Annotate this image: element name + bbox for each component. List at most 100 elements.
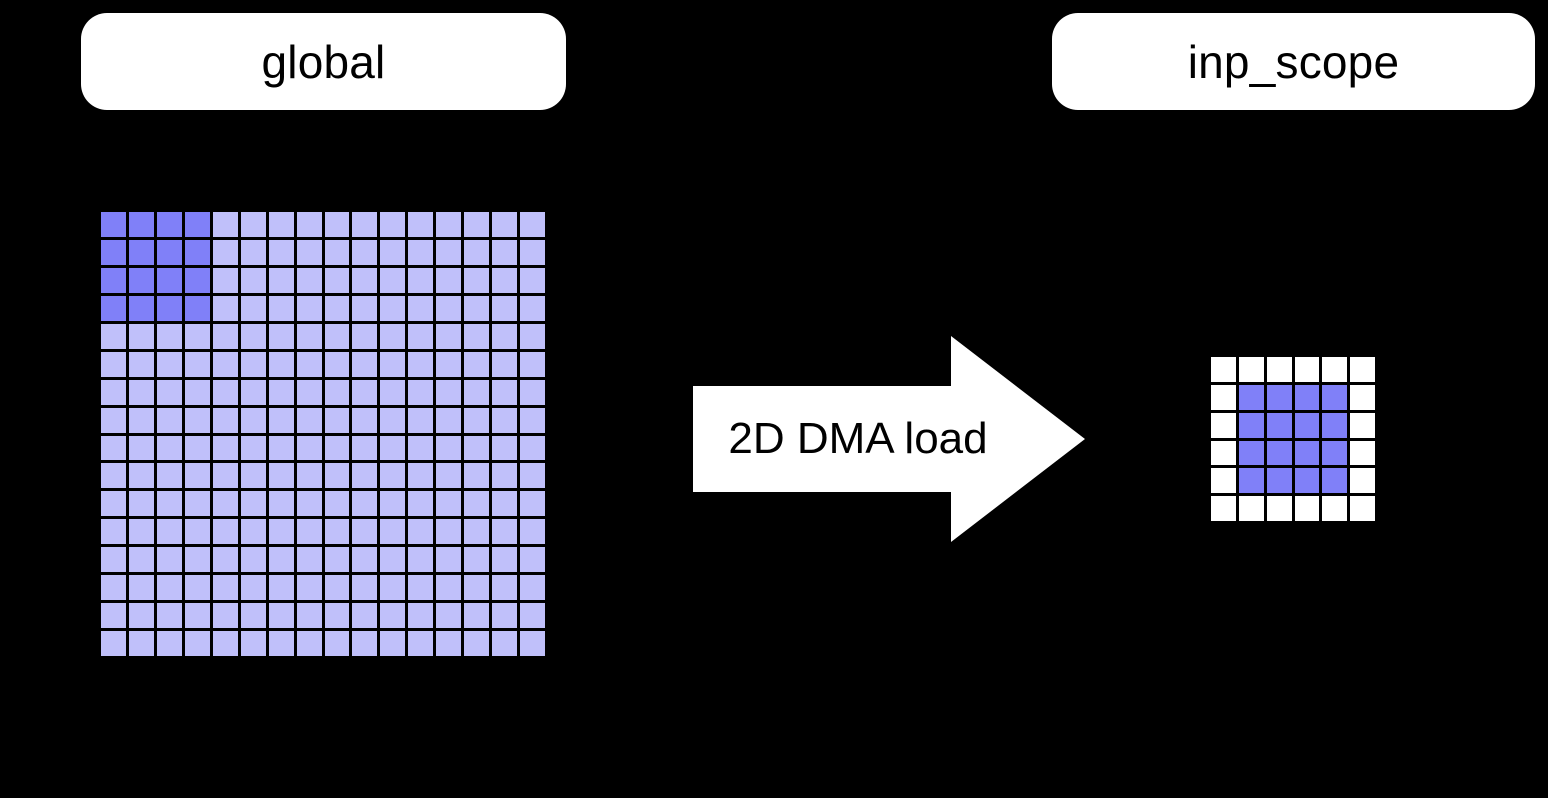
inp-scope-buffer-grid: [1211, 357, 1375, 521]
grid-cell: [520, 323, 545, 349]
grid-cell: [156, 323, 182, 349]
grid-cell: [436, 519, 462, 545]
grid-cell: [324, 407, 350, 433]
grid-cell: [352, 519, 378, 545]
grid-cell: [492, 631, 518, 656]
grid-cell: [268, 323, 294, 349]
grid-cell: [240, 267, 266, 293]
grid-cell: [464, 547, 490, 573]
grid-cell: [380, 379, 406, 405]
grid-cell: [408, 351, 434, 377]
grid-cell: [352, 379, 378, 405]
grid-cell: [156, 631, 182, 656]
grid-cell: [184, 603, 210, 629]
grid-cell: [268, 631, 294, 656]
grid-cell: [156, 435, 182, 461]
global-label-pill: global: [81, 13, 566, 110]
grid-cell-highlighted: [1322, 384, 1348, 410]
grid-cell-highlighted: [101, 239, 126, 265]
grid-cell: [101, 379, 126, 405]
grid-cell: [128, 631, 154, 656]
grid-cell-highlighted: [184, 239, 210, 265]
grid-cell: [324, 631, 350, 656]
grid-cell: [1211, 357, 1236, 382]
grid-cell: [520, 379, 545, 405]
grid-cell: [324, 267, 350, 293]
grid-cell: [240, 212, 266, 237]
grid-cell: [464, 239, 490, 265]
grid-cell: [520, 463, 545, 489]
grid-cell: [128, 379, 154, 405]
grid-cell: [1350, 468, 1375, 494]
grid-cell: [101, 323, 126, 349]
grid-cell: [240, 295, 266, 321]
grid-cell: [352, 351, 378, 377]
grid-cell-highlighted: [156, 239, 182, 265]
grid-cell: [212, 463, 238, 489]
grid-cell: [408, 631, 434, 656]
grid-cell: [184, 547, 210, 573]
grid-cell: [436, 239, 462, 265]
grid-cell: [492, 603, 518, 629]
grid-cell: [408, 603, 434, 629]
grid-cell: [296, 547, 322, 573]
grid-cell: [324, 295, 350, 321]
grid-cell: [492, 267, 518, 293]
grid-cell: [268, 267, 294, 293]
grid-cell: [184, 407, 210, 433]
grid-cell: [436, 547, 462, 573]
grid-cell-highlighted: [1238, 412, 1264, 438]
grid-cell: [1322, 357, 1348, 382]
grid-cell: [128, 463, 154, 489]
grid-cell: [1266, 357, 1292, 382]
grid-cell: [520, 267, 545, 293]
grid-cell: [464, 323, 490, 349]
grid-cell: [184, 323, 210, 349]
grid-cell: [464, 267, 490, 293]
grid-cell: [212, 295, 238, 321]
grid-cell: [128, 351, 154, 377]
grid-cell: [1211, 412, 1236, 438]
grid-cell: [492, 575, 518, 601]
grid-cell-highlighted: [1238, 384, 1264, 410]
grid-cell: [380, 351, 406, 377]
grid-cell: [212, 407, 238, 433]
grid-cell: [184, 575, 210, 601]
grid-cell: [268, 547, 294, 573]
grid-cell: [492, 379, 518, 405]
grid-cell: [184, 491, 210, 517]
grid-cell: [436, 212, 462, 237]
grid-cell: [240, 435, 266, 461]
grid-cell: [101, 407, 126, 433]
grid-cell: [492, 491, 518, 517]
grid-cell-highlighted: [1322, 412, 1348, 438]
grid-cell: [184, 519, 210, 545]
grid-cell: [464, 212, 490, 237]
grid-cell-highlighted: [128, 267, 154, 293]
grid-cell: [324, 212, 350, 237]
grid-cell: [1350, 357, 1375, 382]
grid-cell: [1266, 496, 1292, 521]
grid-cell: [240, 603, 266, 629]
grid-cell: [296, 295, 322, 321]
grid-cell: [464, 435, 490, 461]
grid-cell: [380, 547, 406, 573]
grid-cell-highlighted: [1266, 412, 1292, 438]
grid-cell: [101, 435, 126, 461]
grid-cell: [380, 239, 406, 265]
grid-cell: [1211, 496, 1236, 521]
grid-cell: [408, 323, 434, 349]
grid-cell: [212, 603, 238, 629]
global-label-text: global: [261, 35, 386, 88]
grid-cell: [436, 631, 462, 656]
grid-cell: [324, 491, 350, 517]
grid-cell: [1238, 357, 1264, 382]
grid-cell: [296, 519, 322, 545]
grid-cell: [324, 323, 350, 349]
grid-cell: [464, 575, 490, 601]
grid-cell: [352, 631, 378, 656]
grid-cell: [464, 491, 490, 517]
arrow-shape: [693, 336, 1085, 542]
grid-cell: [156, 547, 182, 573]
grid-cell: [156, 463, 182, 489]
